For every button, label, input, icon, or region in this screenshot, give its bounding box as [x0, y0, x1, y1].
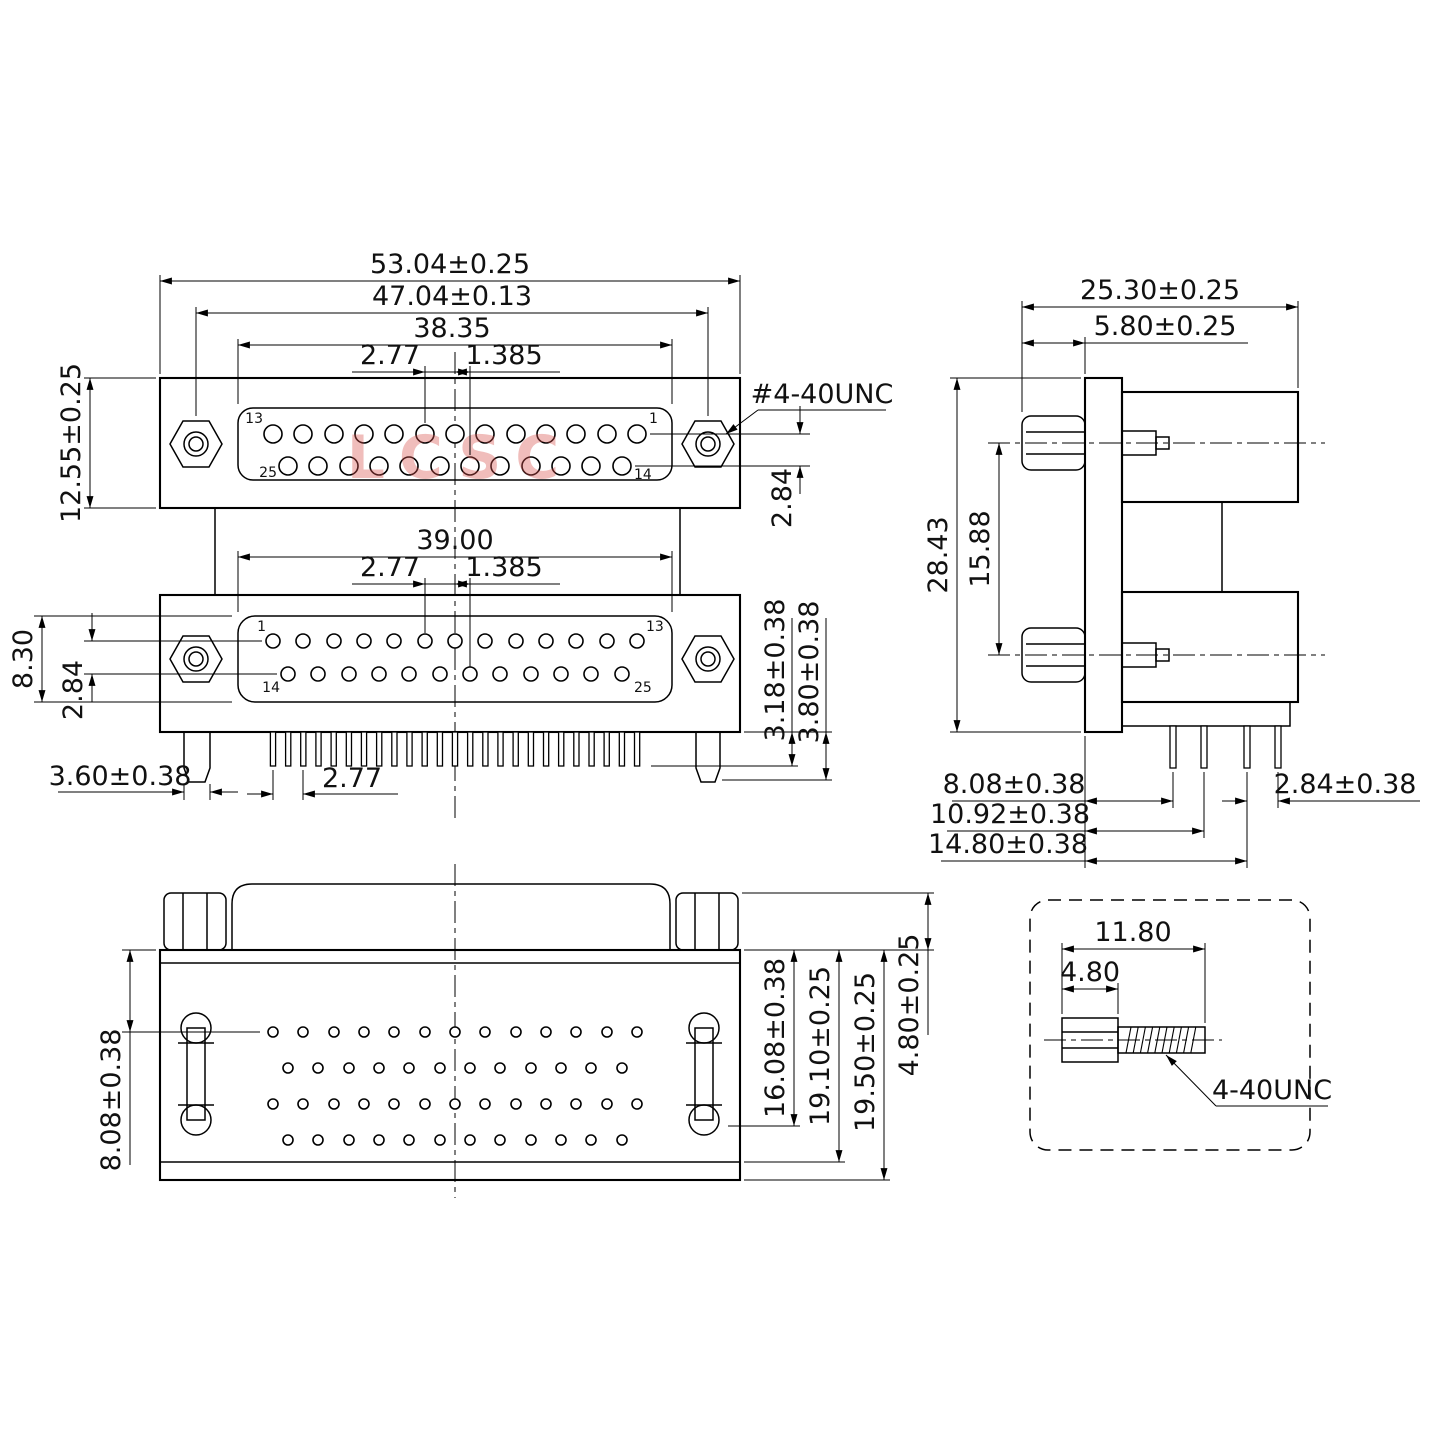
boardlock-body — [186, 1027, 206, 1121]
dim-flange-height: 12.55±0.25 — [56, 363, 87, 523]
dim-pin-pitch: 2.77 — [322, 763, 382, 794]
dim-depth-b: 19.50±0.25 — [850, 972, 881, 1132]
top-connector-row2-holes — [278, 456, 632, 476]
jackscrew-stud-tip — [1155, 436, 1170, 450]
dim-overall-width: 53.04±0.25 — [370, 249, 530, 280]
dim-peg-width: 3.60±0.38 — [49, 761, 192, 792]
hex-nut — [681, 420, 735, 468]
jackscrew-hole-inner — [188, 651, 204, 667]
dim-screw-total-length: 11.80 — [1094, 917, 1171, 948]
dim-row-offset-right: 2.84 — [767, 468, 798, 528]
thread-callout: #4-40UNC — [751, 379, 894, 410]
dim-shell-height: 8.30 — [8, 629, 39, 689]
pin-hole-row1 — [267, 1026, 643, 1038]
dim-boardlock-offset: 16.08±0.38 — [760, 958, 791, 1118]
dim-shell-width-bottom: 39.00 — [416, 525, 493, 556]
shell-top-outline — [231, 883, 671, 950]
side-view: 25.30±0.25 5.80±0.25 28.43 15.88 8.08±0.… — [923, 275, 1420, 868]
hex-nut — [169, 420, 223, 468]
dim-peg-length: 3.80±0.38 — [794, 601, 825, 744]
dim-half-pitch-mid: 1.385 — [465, 552, 542, 583]
bottom-flange-outline — [158, 593, 742, 734]
dim-mount-spacing: 47.04±0.13 — [372, 281, 532, 312]
side-view-pins — [1169, 725, 1282, 769]
top-flange-outline — [158, 376, 742, 510]
dim-pin-row1: 8.08±0.38 — [943, 769, 1086, 800]
bottom-dsub-shell — [237, 615, 673, 703]
bottom-connector-row2-holes — [280, 666, 630, 682]
jackscrew-head-side — [1021, 627, 1086, 683]
dim-total-depth: 25.30±0.25 — [1080, 275, 1240, 306]
dim-row-offset-left: 2.84 — [58, 660, 89, 720]
dim-pin-row2: 10.92±0.38 — [930, 799, 1090, 830]
pin-hole-row2 — [282, 1062, 628, 1074]
flange-side-outline — [1083, 376, 1124, 734]
pin-label: 25 — [259, 465, 277, 481]
top-dsub-shell — [237, 407, 673, 481]
board-peg-right — [695, 732, 721, 783]
pin-label: 25 — [634, 680, 652, 696]
jackscrew-hole — [695, 431, 721, 457]
pin-label: 13 — [245, 411, 263, 427]
dim-pitch-mid: 2.77 — [360, 552, 420, 583]
detail-view: 11.80 4.80 4-40UNC — [1029, 899, 1332, 1151]
detail-border — [1029, 899, 1311, 1151]
dim-pitch-top: 2.77 — [360, 340, 420, 371]
hex-nut — [169, 635, 223, 683]
pin-label: 1 — [649, 411, 658, 427]
dim-height: 28.43 — [923, 516, 954, 593]
lower-body-block — [1120, 590, 1300, 704]
dim-port-spacing: 15.88 — [965, 510, 996, 587]
upper-body-block — [1120, 390, 1300, 504]
mid-body-block — [1121, 501, 1223, 593]
dim-screw-length: 5.80±0.25 — [1094, 311, 1237, 342]
jackscrew-hole — [183, 431, 209, 457]
dim-shell-height: 4.80±0.25 — [894, 934, 925, 1077]
through-hole-pins — [269, 731, 641, 767]
jackscrew-hole-inner — [700, 436, 716, 452]
jackscrew-top-left — [163, 892, 227, 951]
pin-label: 1 — [257, 619, 266, 635]
dim-half-pitch-top: 1.385 — [465, 340, 542, 371]
rear-step — [1121, 701, 1291, 727]
front-view: LCSC 13 1 25 14 1 13 14 25 53.04±0.25 47… — [8, 249, 893, 818]
pin-hole-row4 — [282, 1134, 628, 1146]
top-connector-row1-holes — [263, 424, 647, 444]
pin-label: 14 — [634, 467, 652, 483]
thread-spec-callout: 4-40UNC — [1212, 1075, 1332, 1106]
bottom-connector-row1-holes — [265, 633, 645, 649]
pin-label: 13 — [646, 619, 664, 635]
jackscrew-hole — [183, 646, 209, 672]
pin-label: 14 — [262, 680, 280, 696]
dim-shell-width-top: 38.35 — [413, 313, 490, 344]
watermark: LCSC — [347, 423, 574, 493]
screw-thread-shaft — [1117, 1026, 1206, 1054]
board-peg-left — [183, 732, 211, 783]
hex-nut — [681, 635, 735, 683]
dim-depth-a: 19.10±0.25 — [805, 966, 836, 1126]
bottom-view-body — [158, 948, 742, 1182]
dim-pin-row3: 14.80±0.38 — [928, 829, 1088, 860]
jackscrew-top-right — [675, 892, 739, 951]
dim-row1-offset: 8.08±0.38 — [96, 1029, 127, 1172]
dim-pin-length: 3.18±0.38 — [760, 599, 791, 742]
bottom-view: 8.08±0.38 16.08±0.38 19.10±0.25 19.50±0.… — [96, 864, 934, 1198]
jackscrew-hole-inner — [700, 651, 716, 667]
thread-hatching — [1125, 1026, 1197, 1054]
dim-pin-row-gap: 2.84±0.38 — [1274, 769, 1417, 800]
jackscrew-stud-tip — [1155, 648, 1170, 662]
jackscrew-head-side — [1021, 415, 1086, 471]
boardlock-body — [694, 1027, 714, 1121]
jackscrew-hole-inner — [188, 436, 204, 452]
pin-hole-row3 — [267, 1098, 643, 1110]
jackscrew-hole — [695, 646, 721, 672]
dim-head-length: 4.80 — [1060, 957, 1120, 988]
